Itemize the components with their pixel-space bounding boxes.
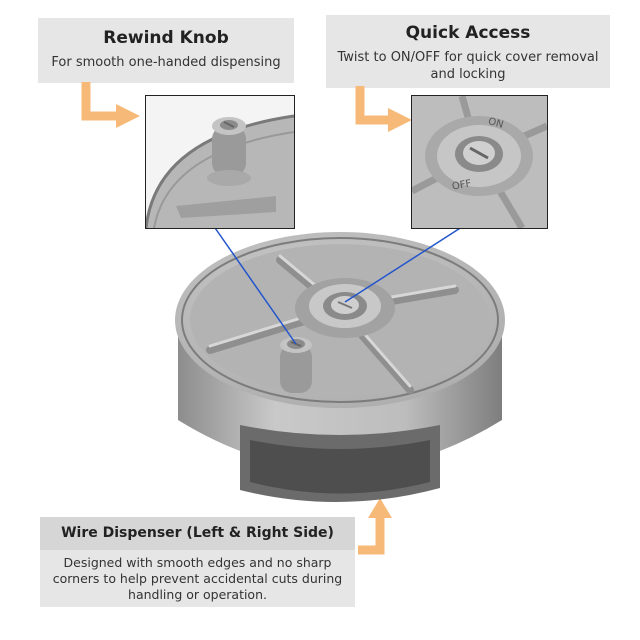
rewind-knob-callout: Rewind Knob For smooth one-handed dispen… — [38, 18, 294, 83]
quick-access-callout: Quick Access Twist to ON/OFF for quick c… — [326, 15, 610, 88]
tie-wire-reel-image — [175, 224, 505, 503]
arrow-to-quick-inset — [355, 86, 412, 132]
arrow-to-rewind-inset — [81, 82, 140, 128]
rewind-knob-title: Rewind Knob — [103, 28, 229, 48]
rewind-knob-closeup — [145, 95, 295, 229]
wire-dispenser-title: Wire Dispenser (Left & Right Side) — [40, 517, 355, 550]
wire-dispenser-callout: Wire Dispenser (Left & Right Side) Desig… — [40, 517, 355, 607]
wire-dispenser-subtitle: Designed with smooth edges and no sharp … — [52, 555, 343, 602]
quick-access-subtitle: Twist to ON/OFF for quick cover removal … — [337, 50, 599, 82]
rewind-knob-subtitle: For smooth one-handed dispensing — [51, 55, 281, 70]
rewind-knob-closeup-image — [146, 114, 294, 228]
quick-access-closeup-image — [412, 96, 547, 228]
arrow-to-dispenser — [358, 498, 392, 555]
quick-access-title: Quick Access — [405, 23, 531, 43]
quick-access-closeup: ON OFF — [411, 95, 548, 229]
